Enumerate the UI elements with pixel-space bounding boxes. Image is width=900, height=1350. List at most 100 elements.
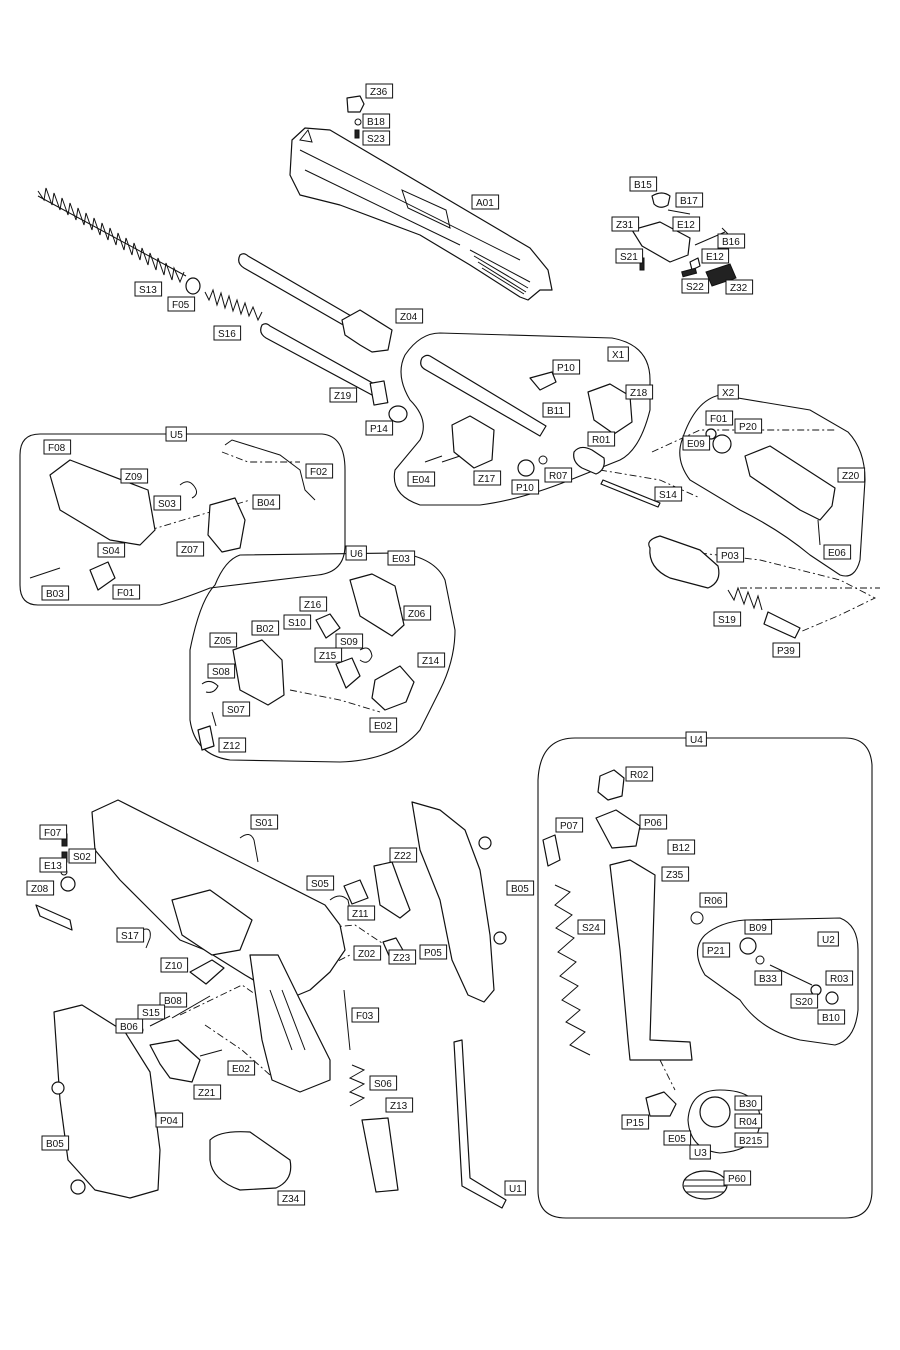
part-p10-bottom xyxy=(517,459,535,477)
part-label-text: F01 xyxy=(117,588,135,599)
part-label-text: S02 xyxy=(73,852,91,863)
part-z18 xyxy=(587,383,633,435)
part-label-z05: Z05 xyxy=(209,632,238,648)
part-label-z13: Z13 xyxy=(385,1097,414,1113)
part-label-text: Z10 xyxy=(165,961,183,972)
part-label-text: S04 xyxy=(102,546,120,557)
part-label-r04: R04 xyxy=(734,1113,763,1129)
part-label-text: S15 xyxy=(142,1008,160,1019)
part-p05-grip-panel xyxy=(411,801,495,1003)
part-label-text: Z04 xyxy=(400,312,418,323)
part-s19-spring xyxy=(727,586,763,611)
part-label-text: B11 xyxy=(547,406,564,417)
part-label-text: S08 xyxy=(212,667,230,678)
part-label-text: U2 xyxy=(822,935,835,946)
part-label-b09: B09 xyxy=(744,919,773,935)
part-z16 xyxy=(315,613,341,639)
part-p14 xyxy=(388,405,408,423)
part-label-text: X1 xyxy=(612,350,625,361)
part-label-s17: S17 xyxy=(116,927,145,943)
part-label-text: P10 xyxy=(516,483,534,494)
part-label-text: R06 xyxy=(704,896,723,907)
part-label-x2: X2 xyxy=(717,384,739,400)
part-z20 xyxy=(744,445,836,521)
part-label-text: F02 xyxy=(310,467,328,478)
part-label-s06: S06 xyxy=(369,1075,398,1091)
part-label-p10a: P10 xyxy=(552,359,581,375)
part-label-z22: Z22 xyxy=(389,847,418,863)
part-label-e03: E03 xyxy=(387,550,416,566)
part-label-b08: B08 xyxy=(159,992,188,1008)
part-label-b12: B12 xyxy=(667,839,696,855)
part-label-b30: B30 xyxy=(734,1095,763,1111)
part-s22 xyxy=(681,267,698,278)
part-label-b11: B11 xyxy=(542,402,571,418)
part-b05-screw-left2 xyxy=(70,1179,86,1195)
part-label-s08: S08 xyxy=(207,663,236,679)
part-label-text: Z17 xyxy=(478,474,496,485)
part-label-z06: Z06 xyxy=(403,605,432,621)
part-label-b05b: B05 xyxy=(41,1135,70,1151)
part-s08-spring xyxy=(201,680,219,693)
part-r01 xyxy=(573,446,605,475)
part-label-text: Z20 xyxy=(842,471,860,482)
part-s15-pin xyxy=(149,1015,171,1027)
part-label-r03: R03 xyxy=(825,970,854,986)
part-label-b05a: B05 xyxy=(506,880,535,896)
part-label-text: R07 xyxy=(549,471,568,482)
part-label-text: P07 xyxy=(560,821,578,832)
part-label-p10b: P10 xyxy=(511,479,540,495)
part-z14 xyxy=(371,665,415,711)
part-label-r07: R07 xyxy=(544,467,573,483)
part-u3-valve xyxy=(699,1096,731,1128)
part-label-text: Z18 xyxy=(630,388,648,399)
part-label-text: Z16 xyxy=(304,600,322,611)
part-e04-screw xyxy=(424,455,461,463)
part-label-z08: Z08 xyxy=(26,880,55,896)
part-e06 xyxy=(817,519,821,546)
part-label-b17: B17 xyxy=(675,192,704,208)
part-label-text: R04 xyxy=(739,1117,758,1128)
part-label-s14: S14 xyxy=(654,486,683,502)
part-s23 xyxy=(354,129,360,139)
part-label-text: U4 xyxy=(690,735,703,746)
part-z12 xyxy=(197,725,215,751)
part-label-text: B09 xyxy=(749,923,767,934)
part-label-f05: F05 xyxy=(167,296,196,312)
part-label-e12a: E12 xyxy=(672,216,701,232)
part-label-u6: U6 xyxy=(345,545,367,561)
part-label-r01: R01 xyxy=(587,431,616,447)
part-label-u3: U3 xyxy=(689,1144,711,1160)
part-label-z20: Z20 xyxy=(837,467,866,483)
part-label-z04: Z04 xyxy=(395,308,424,324)
part-r06 xyxy=(690,911,704,925)
part-b15 xyxy=(651,192,671,208)
group-outline-u2 xyxy=(696,917,859,1046)
part-label-e09: E09 xyxy=(682,435,711,451)
part-label-s01: S01 xyxy=(250,814,279,830)
part-z06 xyxy=(349,573,405,637)
part-label-b215: B215 xyxy=(734,1132,769,1148)
part-p15 xyxy=(645,1091,677,1117)
group-outline-x1 xyxy=(393,332,651,506)
part-p07 xyxy=(542,834,561,867)
part-label-text: P10 xyxy=(557,363,575,374)
part-f02-wire xyxy=(224,439,316,501)
part-label-u1: U1 xyxy=(504,1180,526,1196)
part-label-z15: Z15 xyxy=(314,647,343,663)
part-label-text: S17 xyxy=(121,931,139,942)
part-label-text: E03 xyxy=(392,554,410,565)
part-label-text: B05 xyxy=(46,1139,64,1150)
part-s24-spring xyxy=(554,884,591,1056)
part-label-e13: E13 xyxy=(39,857,68,873)
part-label-text: Z32 xyxy=(730,283,748,294)
part-label-u4: U4 xyxy=(685,731,707,747)
part-label-text: B08 xyxy=(164,996,182,1007)
part-barrel xyxy=(420,354,547,437)
part-label-text: Z11 xyxy=(352,909,369,920)
part-b05-screw-bottom xyxy=(493,931,507,945)
part-z22 xyxy=(373,861,411,919)
part-label-text: S24 xyxy=(582,923,600,934)
part-label-text: S06 xyxy=(374,1079,392,1090)
